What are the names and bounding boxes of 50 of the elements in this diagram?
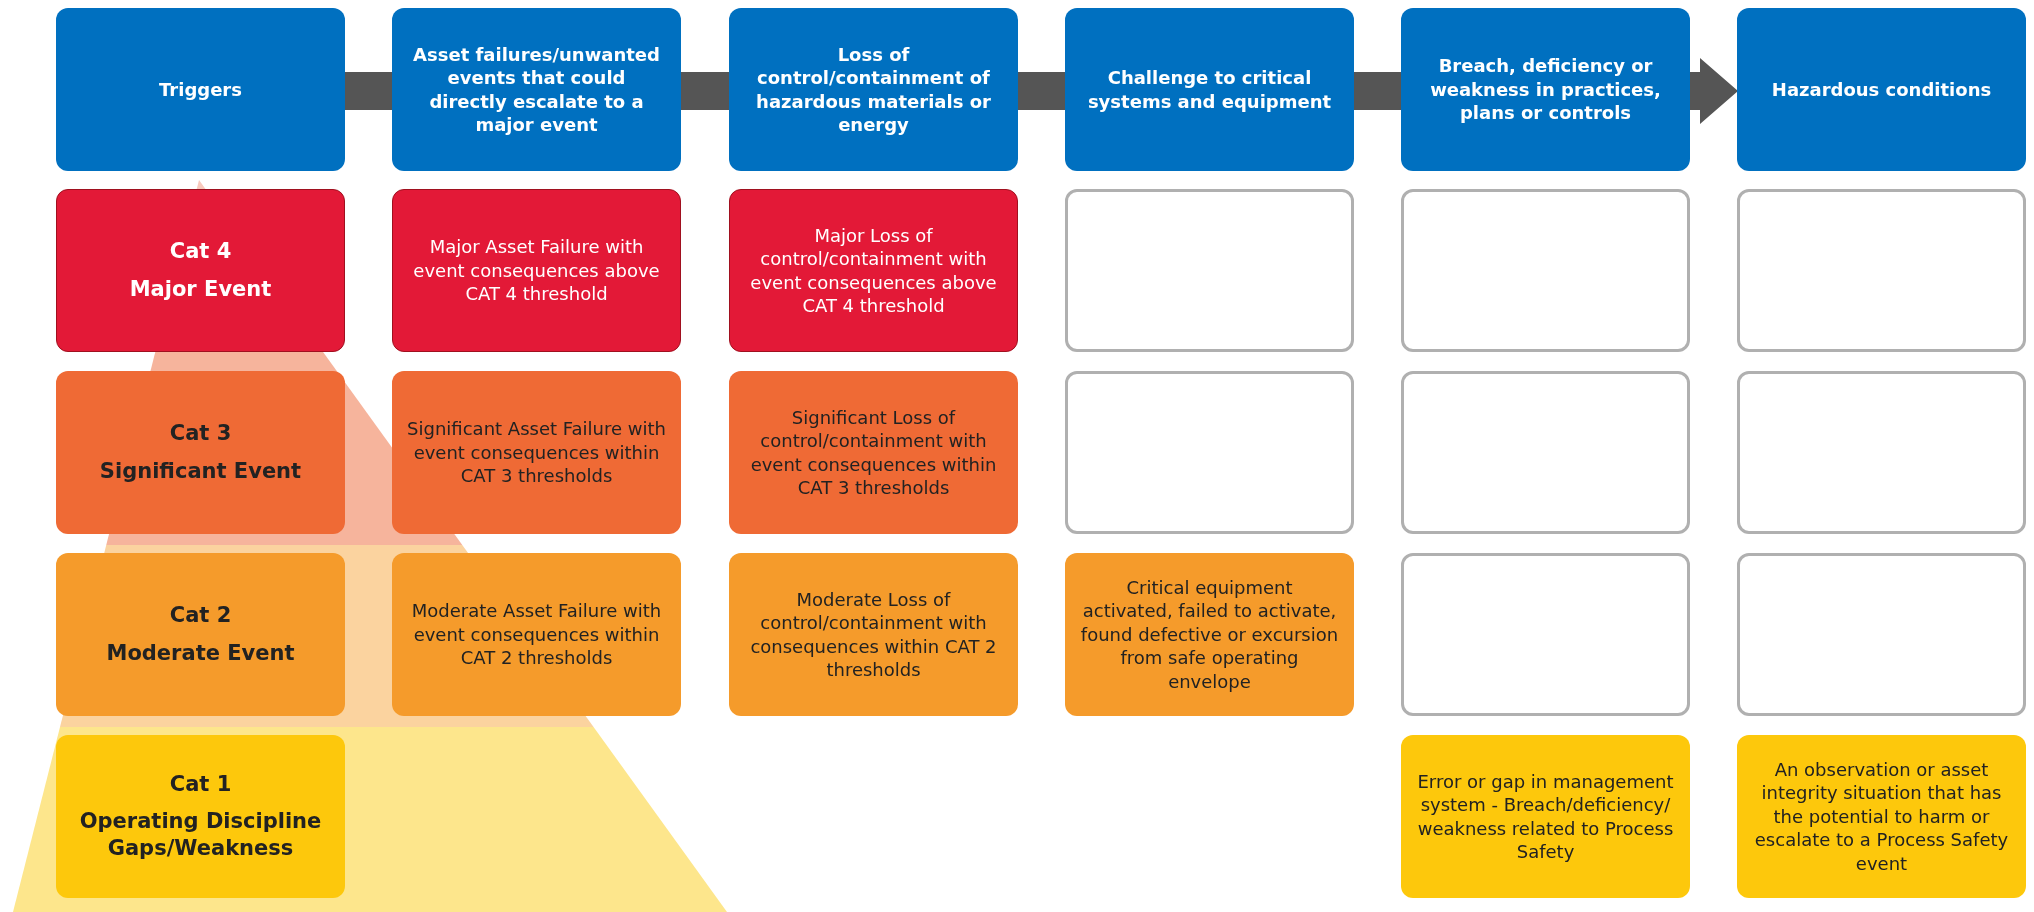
empty-card: [1065, 189, 1354, 352]
trigger-card: [729, 189, 1018, 352]
header-card: [1401, 8, 1690, 171]
column-heading: Asset failures/unwanted events that could directly escalate to a major event: [412, 42, 661, 137]
empty-card: [1401, 553, 1690, 716]
header-card: [729, 8, 1018, 171]
trigger-card: [392, 553, 681, 716]
category-code: Cat 1: [169, 770, 232, 798]
trigger-card: [1737, 735, 2026, 898]
trigger-card: [729, 371, 1018, 534]
trigger-card: [729, 553, 1018, 716]
category-name: Moderate Event: [106, 639, 295, 667]
category-code: Cat 3: [169, 420, 232, 448]
trigger-description: Moderate Loss of control/containment with consequences within CAT 2 thresholds: [749, 587, 998, 682]
category-name: Significant Event: [99, 457, 302, 485]
trigger-description: An observation or asset integrity situation that has the potential to harm or escalate to a Process Safety event: [1753, 758, 2010, 875]
category-card: [56, 735, 345, 898]
header-card: [56, 8, 345, 171]
empty-card: [1737, 371, 2026, 534]
trigger-description: Error or gap in management system - Breach/deficiency/ weakness related to Process Safety: [1416, 769, 1675, 864]
empty-card: [1401, 189, 1690, 352]
header-card: [392, 8, 681, 171]
trigger-description: Major Loss of control/containment with event consequences above CAT 4 threshold: [749, 223, 998, 318]
column-heading: Hazardous conditions: [1771, 77, 1992, 102]
category-code: Cat 2: [169, 602, 232, 630]
trigger-description: Moderate Asset Failure with event consequences within CAT 2 thresholds: [410, 599, 663, 670]
column-heading: Loss of control/containment of hazardous materials or energy: [755, 42, 992, 137]
trigger-card: [392, 371, 681, 534]
trigger-card: [1065, 553, 1354, 716]
header-card: [1065, 8, 1354, 171]
category-name: Operating Discipline Gaps/Weakness: [78, 807, 323, 863]
category-card: [56, 189, 345, 352]
category-card: [56, 371, 345, 534]
category-name: Major Event: [129, 275, 272, 303]
trigger-description: Significant Asset Failure with event consequences within CAT 3 thresholds: [406, 417, 667, 488]
category-card: [56, 553, 345, 716]
column-heading: Breach, deficiency or weakness in practices, plans or controls: [1429, 54, 1662, 125]
trigger-card: [392, 189, 681, 352]
trigger-description: Significant Loss of control/containment with event consequences within CAT 3 thresholds: [749, 405, 998, 500]
empty-card: [1065, 371, 1354, 534]
column-heading: Triggers: [159, 77, 242, 102]
trigger-card: [1401, 735, 1690, 898]
trigger-description: Major Asset Failure with event consequences above CAT 4 threshold: [412, 235, 661, 306]
empty-card: [1737, 553, 2026, 716]
header-card: [1737, 8, 2026, 171]
empty-card: [1737, 189, 2026, 352]
empty-card: [1401, 371, 1690, 534]
trigger-description: Critical equipment activated, failed to activate, found defective or excursion from safe operating envelope: [1079, 576, 1340, 693]
category-code: Cat 4: [169, 238, 232, 266]
column-heading: Challenge to critical systems and equipment: [1086, 66, 1333, 113]
